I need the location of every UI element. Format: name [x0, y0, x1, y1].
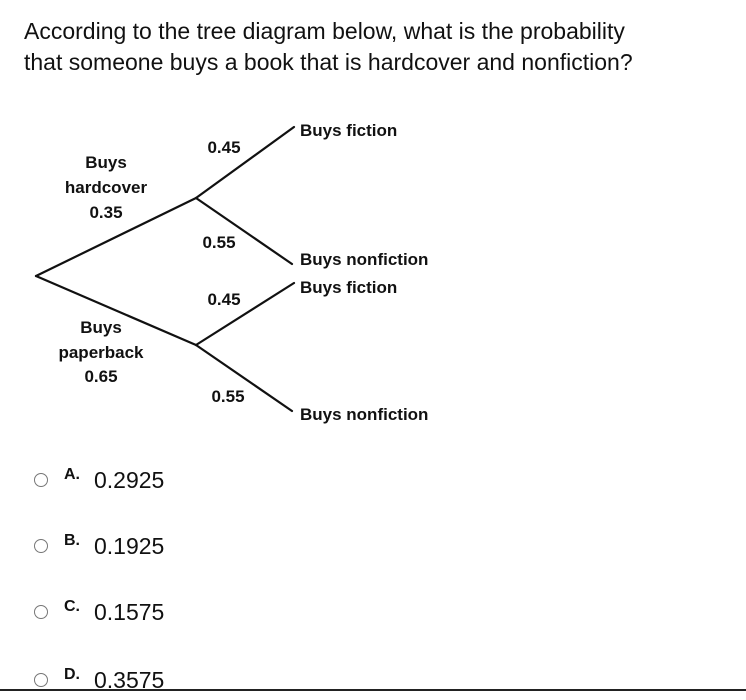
- radio-circle-icon[interactable]: [34, 673, 48, 687]
- paperback-nonfiction-probability: 0.55: [211, 387, 244, 406]
- branch-hardcover-fiction: [194, 125, 296, 200]
- hardcover-nonfiction-outcome: Buys nonfiction: [300, 250, 428, 269]
- question-line-1: According to the tree diagram below, wha…: [24, 18, 625, 44]
- paperback-fiction-outcome: Buys fiction: [300, 278, 397, 297]
- paperback-fiction-probability: 0.45: [207, 290, 240, 309]
- branch-root-hardcover: [34, 196, 198, 278]
- option-d[interactable]: D. 0.3575: [34, 660, 164, 700]
- option-letter: A.: [64, 466, 80, 483]
- hardcover-fiction-outcome: Buys fiction: [300, 121, 397, 140]
- question-line-2: that someone buys a book that is hardcov…: [24, 49, 633, 75]
- paperback-probability: 0.65: [84, 367, 117, 386]
- option-value: 0.3575: [94, 666, 165, 693]
- paperback-label-line-2: paperback: [58, 343, 144, 362]
- branch-paperback-nonfiction: [194, 343, 294, 413]
- option-a[interactable]: A. 0.2925: [34, 460, 164, 500]
- option-value: 0.1925: [94, 532, 165, 559]
- hardcover-probability: 0.35: [89, 203, 122, 222]
- question-text: According to the tree diagram below, wha…: [24, 16, 734, 78]
- option-c[interactable]: C. 0.1575: [34, 592, 164, 632]
- hardcover-label-line-2: hardcover: [65, 178, 148, 197]
- option-letter: D.: [64, 666, 80, 683]
- hardcover-nonfiction-probability: 0.55: [202, 233, 235, 252]
- option-value: 0.2925: [94, 466, 165, 493]
- hardcover-label-line-1: Buys: [85, 153, 127, 172]
- option-letter: C.: [64, 598, 80, 615]
- option-letter: B.: [64, 532, 80, 549]
- option-b[interactable]: B. 0.1925: [34, 526, 164, 566]
- paperback-nonfiction-outcome: Buys nonfiction: [300, 405, 428, 424]
- paperback-label-line-1: Buys: [80, 318, 122, 337]
- branch-root-paperback: [34, 274, 198, 347]
- branch-paperback-fiction: [194, 281, 296, 347]
- radio-circle-icon[interactable]: [34, 605, 48, 619]
- branch-hardcover-nonfiction: [194, 196, 294, 266]
- radio-circle-icon[interactable]: [34, 539, 48, 553]
- radio-circle-icon[interactable]: [34, 473, 48, 487]
- hardcover-fiction-probability: 0.45: [207, 138, 240, 157]
- option-value: 0.1575: [94, 598, 165, 625]
- bottom-divider: [0, 689, 746, 691]
